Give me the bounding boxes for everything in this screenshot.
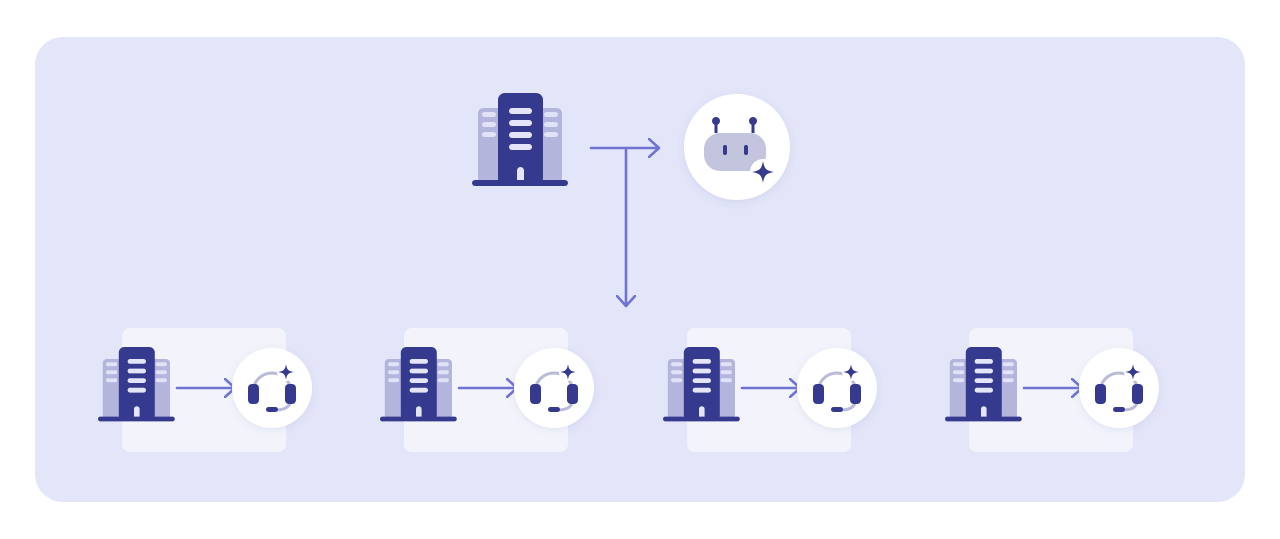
ai-headset-icon — [514, 348, 594, 428]
branch-2 — [380, 328, 594, 452]
branch-3 — [663, 328, 877, 452]
ai-headset-icon — [1079, 348, 1159, 428]
ai-headset-icon — [797, 348, 877, 428]
branch-1 — [98, 328, 312, 452]
branch-4 — [945, 328, 1159, 452]
ai-bot-icon — [684, 94, 790, 200]
diagram-panel — [35, 37, 1245, 502]
ai-headset-icon — [232, 348, 312, 428]
